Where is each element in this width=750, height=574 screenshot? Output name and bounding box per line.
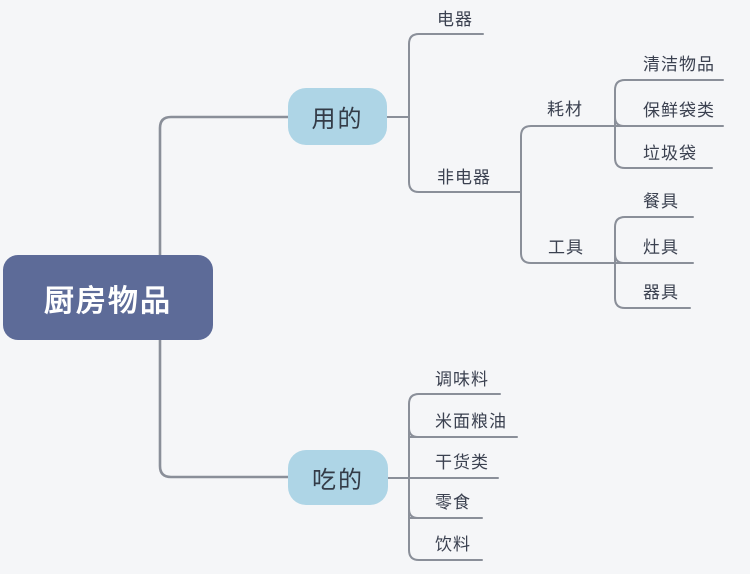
topic-tableware[interactable]: 餐具 bbox=[643, 192, 679, 212]
topic-seasonings[interactable]: 调味料 bbox=[435, 370, 489, 390]
topic-garbage-bags[interactable]: 垃圾袋 bbox=[643, 144, 697, 164]
connector-junction-curve bbox=[408, 508, 419, 519]
connector-junction-curve bbox=[408, 427, 419, 438]
branch-node-eat[interactable]: 吃的 bbox=[288, 450, 388, 505]
connector-junction-curve bbox=[614, 116, 625, 127]
root-node-kitchen-items[interactable]: 厨房物品 bbox=[3, 255, 213, 340]
root-node-label: 厨房物品 bbox=[44, 283, 172, 319]
connector-junction-curve bbox=[614, 253, 625, 264]
topic-grains-oils[interactable]: 米面粮油 bbox=[435, 412, 507, 432]
topic-appliances[interactable]: 电器 bbox=[437, 10, 473, 30]
topic-tools[interactable]: 工具 bbox=[548, 238, 584, 258]
topic-consumables[interactable]: 耗材 bbox=[547, 100, 583, 120]
branch-node-label: 用的 bbox=[311, 105, 364, 133]
topic-drinks[interactable]: 饮料 bbox=[435, 535, 471, 555]
topic-snacks[interactable]: 零食 bbox=[435, 493, 471, 513]
branch-node-use[interactable]: 用的 bbox=[288, 88, 387, 145]
topic-stoveware[interactable]: 灶具 bbox=[643, 238, 679, 258]
topic-utensils[interactable]: 器具 bbox=[643, 283, 679, 303]
branch-node-label: 吃的 bbox=[312, 466, 364, 494]
topic-cleaning-items[interactable]: 清洁物品 bbox=[643, 55, 715, 75]
topic-non-appliances[interactable]: 非电器 bbox=[437, 168, 491, 188]
topic-dried-goods[interactable]: 干货类 bbox=[435, 453, 489, 473]
topic-fresh-bags[interactable]: 保鲜袋类 bbox=[643, 101, 715, 121]
